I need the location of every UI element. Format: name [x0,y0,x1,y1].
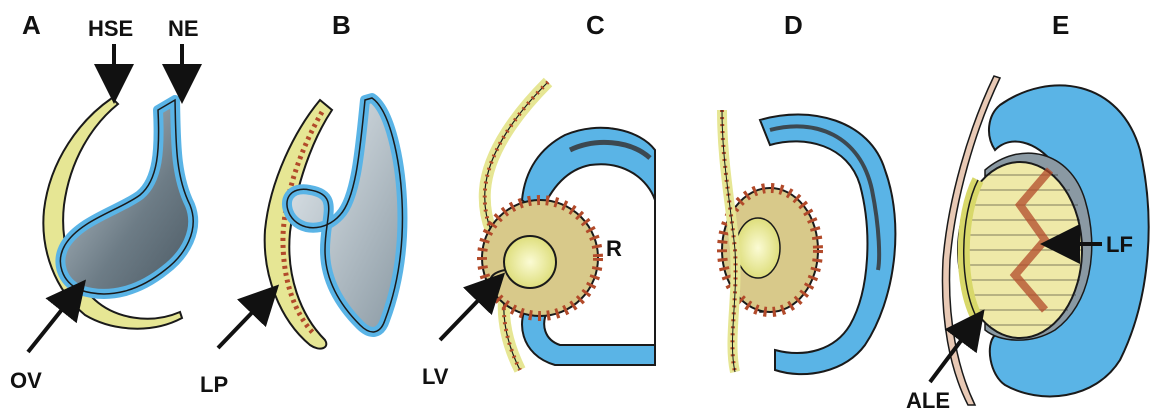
panel-b: B LP [200,10,402,397]
label-lv: LV [422,364,449,389]
label-lf: LF [1106,232,1133,257]
panel-label-e: E [1052,10,1069,40]
label-ale: ALE [906,388,950,412]
panel-label-d: D [784,10,803,40]
panel-label-c: C [586,10,605,40]
arrow-lp [218,296,268,348]
label-ne: NE [168,16,199,41]
panel-label-a: A [22,10,41,40]
panel-a: A HSE NE OV [10,10,199,393]
label-r: R [606,236,622,261]
arrow-lv [440,284,494,340]
label-hse: HSE [88,16,133,41]
label-ov: OV [10,368,42,393]
panel-d: D [722,10,895,374]
panel-e: E LF ALE [906,10,1149,412]
arrow-ov [28,292,76,352]
lens-vesicle-c [504,236,556,288]
panel-label-b: B [332,10,351,40]
label-lp: LP [200,372,228,397]
panel-c: C R LV [422,10,655,389]
